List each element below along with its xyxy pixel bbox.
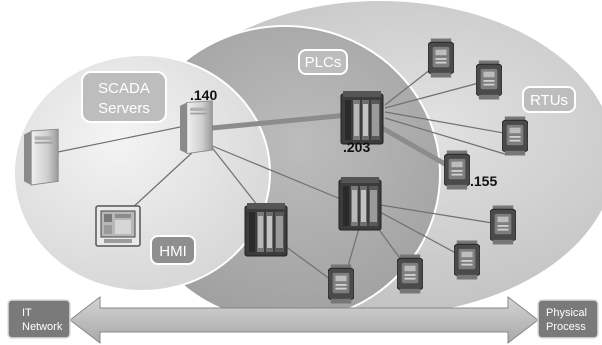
link-plc-lower-rtu2: [379, 211, 466, 259]
server-140-icon: [180, 100, 213, 154]
rtu-module-icon-1: [428, 38, 454, 78]
hmi-label: HMI: [150, 235, 196, 265]
highlighted-attack-path: [209, 112, 455, 171]
plcs-label-text: PLCs: [305, 54, 342, 71]
plcs-label: PLCs: [298, 49, 348, 75]
server-tower-icon: [24, 128, 59, 186]
hmi-panel-icon: [95, 205, 141, 247]
link-server-plc-lower-right: [209, 144, 356, 206]
rtus-label: RTUs: [522, 86, 576, 113]
hmi-label-text: HMI: [159, 243, 187, 260]
link-plc-top-rtu4: [384, 117, 509, 156]
link-plc-top-rtu3: [384, 111, 516, 136]
rtus-label-text: RTUs: [530, 92, 568, 109]
rtu-module-icon-3: [502, 116, 528, 156]
it-network-line1: IT: [22, 307, 32, 319]
plc-rack-icon-top: [340, 90, 384, 145]
server-address-label: .140: [190, 87, 217, 103]
it-network-line2: Network: [22, 321, 63, 333]
scada-servers-label: SCADA Servers: [81, 71, 167, 123]
rtu-module-icon-7: [397, 254, 423, 294]
rtu-address-label: .155: [470, 173, 497, 189]
physical-process-label: Physical Process: [537, 299, 599, 339]
link-plc-top-rtu2: [384, 79, 491, 109]
rtu-module-icon-8: [328, 264, 354, 304]
rtu-module-icon-6: [454, 240, 480, 280]
link-server-hmi: [129, 149, 196, 211]
rtu-module-icon-5: [490, 205, 516, 245]
plc-rack-icon-lower-left: [244, 202, 288, 257]
rtu-module-icon-155: [444, 150, 470, 190]
physical-process-line2: Process: [546, 321, 586, 333]
link-plc-lower-rtu1: [379, 204, 506, 226]
rtu-module-icon-2: [476, 60, 502, 100]
link-server-server: [57, 124, 191, 153]
it-network-label: IT Network: [7, 299, 71, 339]
scada-label-line1: SCADA: [98, 80, 150, 97]
link-plc-top-rtu-155: [379, 125, 455, 171]
plc-address-label: .203: [343, 139, 370, 155]
physical-process-line1: Physical: [546, 307, 587, 319]
scada-label-line2: Servers: [98, 100, 150, 117]
link-server-plc-top: [209, 112, 351, 131]
plc-rack-icon-lower-right: [338, 176, 382, 231]
